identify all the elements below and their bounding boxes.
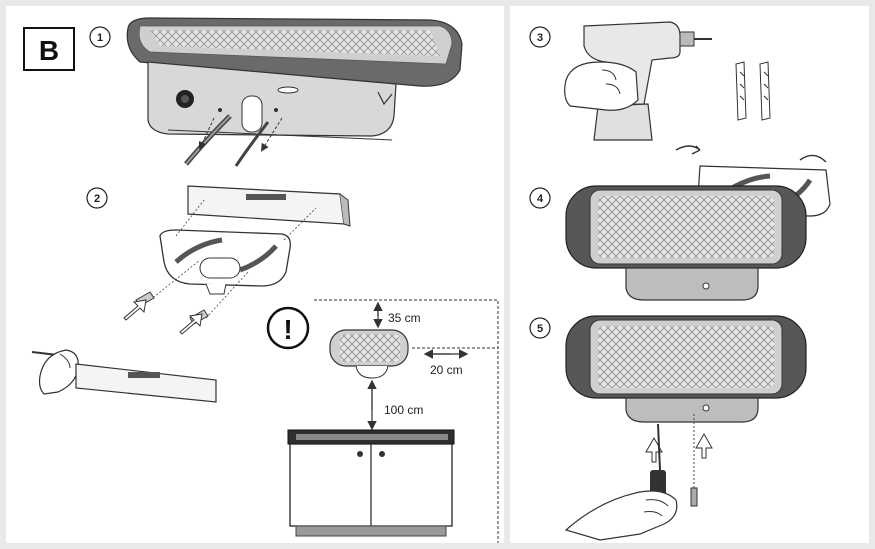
step-2-badge: 2 <box>87 188 107 208</box>
cabinet <box>288 430 454 536</box>
clearance-side-label: 20 cm <box>430 363 463 377</box>
section-letter: B <box>39 35 59 66</box>
step-1-number: 1 <box>97 32 103 44</box>
step-3-badge: 3 <box>530 27 550 47</box>
section-label: B <box>24 28 74 70</box>
step-5-badge: 5 <box>530 318 550 338</box>
warning-icon: ! <box>268 308 308 348</box>
step-2-number: 2 <box>94 193 100 205</box>
step-1-badge: 1 <box>90 27 110 47</box>
step-5-number: 5 <box>537 323 543 335</box>
clearance-floor-label: 100 cm <box>384 403 423 417</box>
step-4-number: 4 <box>537 193 544 205</box>
warning-symbol: ! <box>283 314 292 345</box>
step-3-number: 3 <box>537 32 543 44</box>
clearance-top-label: 35 cm <box>388 311 421 325</box>
step-4-badge: 4 <box>530 188 550 208</box>
